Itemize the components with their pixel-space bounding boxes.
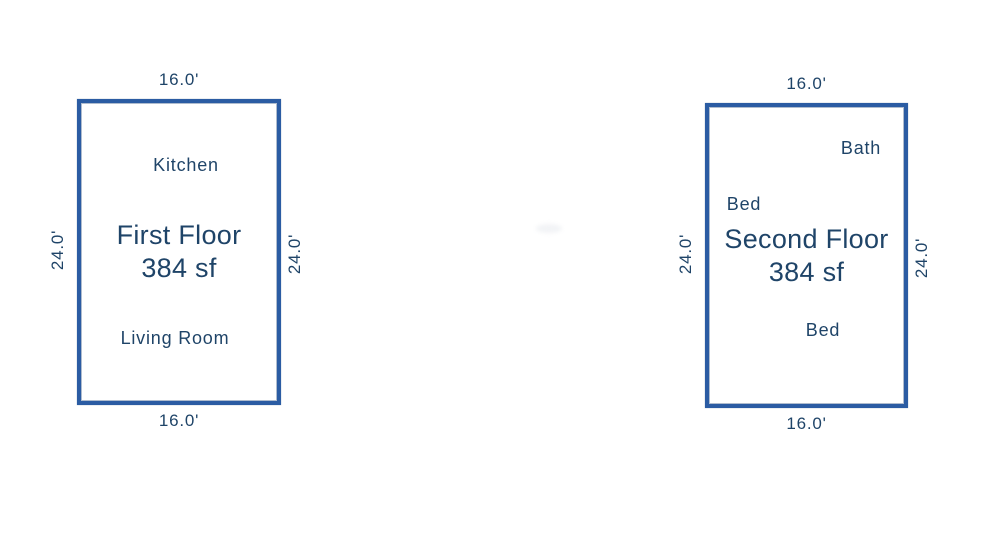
second-floor-height-left-label: 24.0' [676, 233, 695, 275]
first-floor-area-label: 384 sf [141, 253, 217, 283]
room-label-bed-2: Bed [805, 320, 841, 340]
scan-artifact [536, 224, 562, 233]
second-floor-outline [705, 103, 908, 408]
second-floor-area-label: 384 sf [768, 256, 845, 287]
first-floor-title: First Floor [116, 220, 242, 250]
first-floor-width-top-label: 16.0' [158, 70, 200, 89]
room-label-kitchen: Kitchen [153, 155, 219, 175]
first-floor-outline [77, 99, 281, 405]
second-floor-width-top-label: 16.0' [786, 74, 827, 93]
second-floor-section: 16.0' 16.0' 24.0' 24.0' Bath Bed Second … [676, 74, 931, 433]
first-floor-height-left-label: 24.0' [48, 229, 67, 271]
first-floor-height-right-label: 24.0' [285, 233, 304, 275]
second-floor-title-block: Second Floor 384 sf [724, 223, 888, 289]
room-label-bath: Bath [840, 138, 882, 158]
room-label-bed-1: Bed [726, 194, 762, 214]
second-floor-height-right-label: 24.0' [912, 237, 931, 279]
first-floor-title-block: First Floor 384 sf [117, 219, 242, 285]
second-floor-title: Second Floor [724, 223, 889, 254]
second-floor-width-bottom-label: 16.0' [786, 414, 827, 433]
first-floor-width-bottom-label: 16.0' [158, 411, 200, 430]
first-floor-section: 16.0' 16.0' 24.0' 24.0' Kitchen First Fl… [48, 70, 304, 430]
room-label-living-room: Living Room [120, 328, 230, 348]
